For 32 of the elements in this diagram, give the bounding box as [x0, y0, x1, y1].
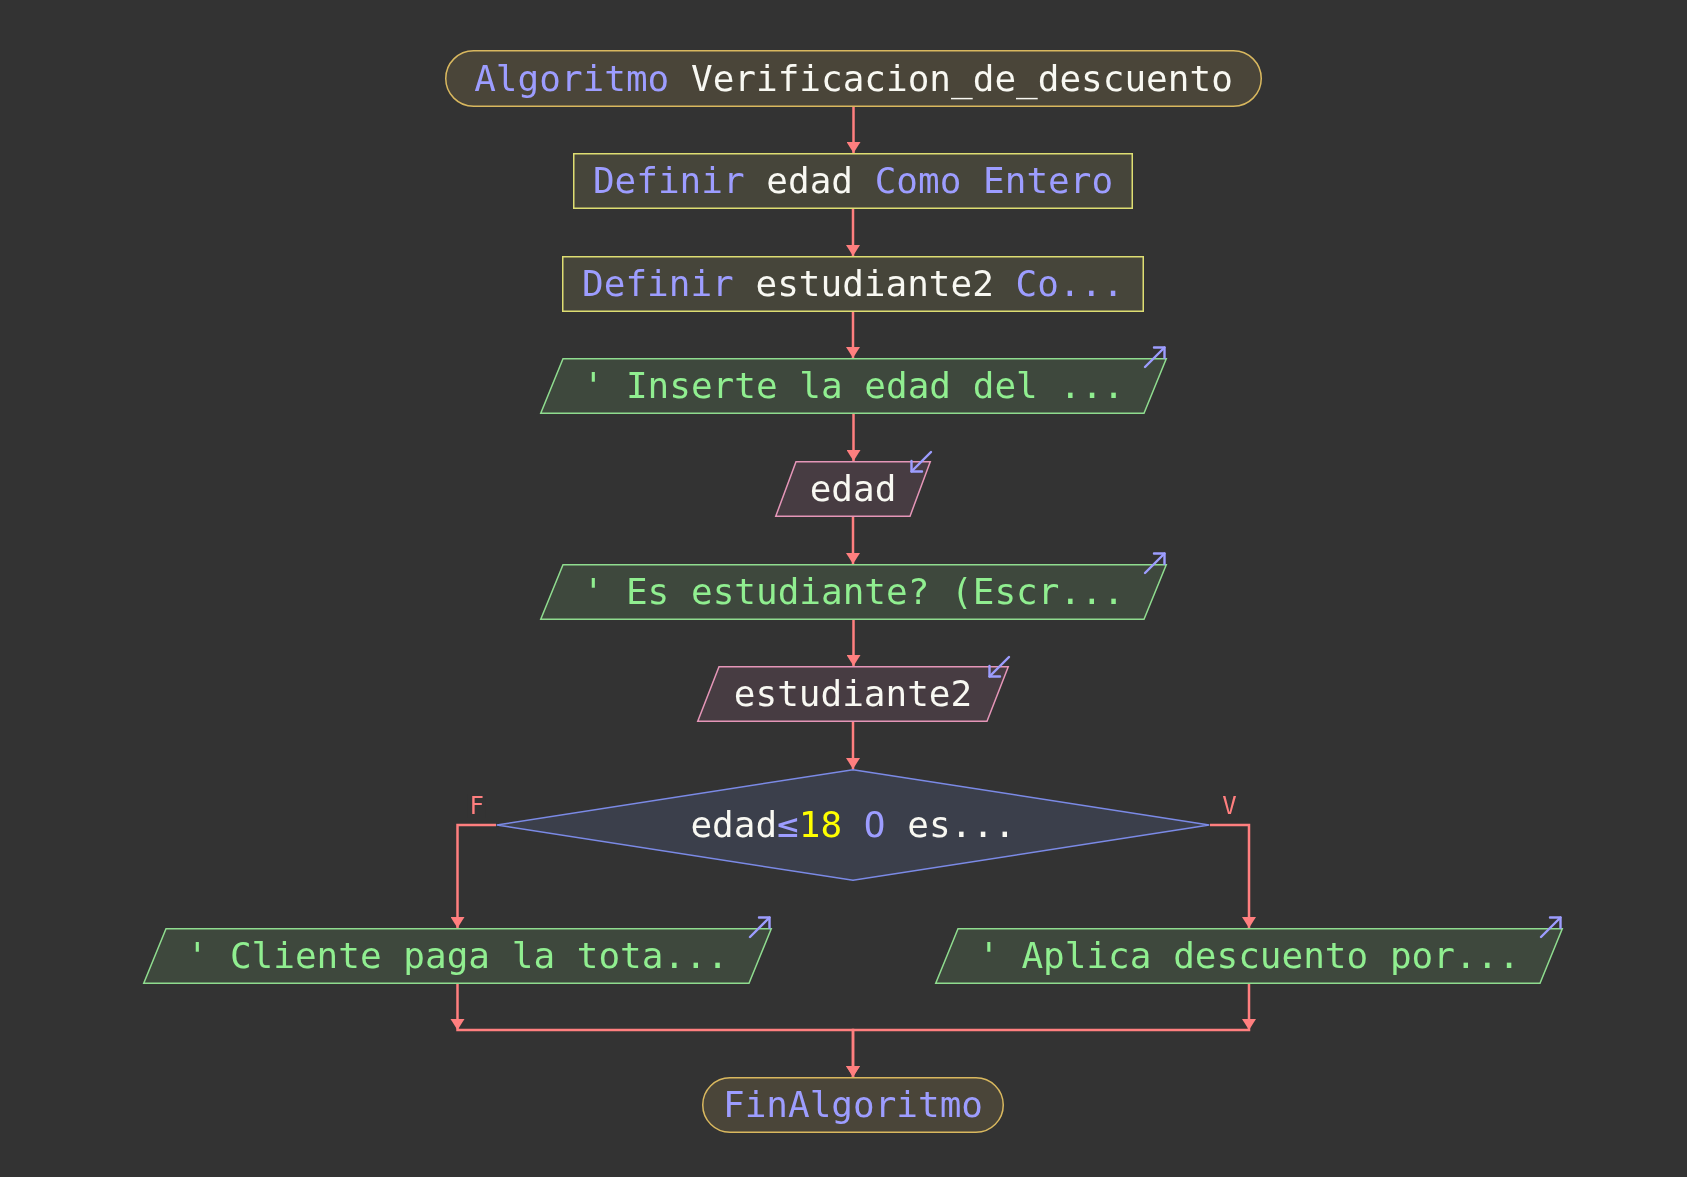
process-box [562, 256, 1144, 312]
output-text: ' Cliente paga la tota... [186, 934, 729, 978]
output-text: ' Inserte la edad del ... [582, 364, 1125, 408]
definition-text: Definir edad Como Entero [592, 159, 1114, 203]
decision-diamond [496, 769, 1210, 881]
output-text: ' Es estudiante? (Escr... [582, 570, 1125, 614]
input-variable-text: estudiante2 [733, 672, 973, 716]
output-parallelogram [540, 564, 1167, 620]
condition-text: edad≤18 O es... [690, 803, 1016, 847]
flow-arrow [846, 414, 861, 461]
input-parallelogram [697, 666, 1009, 722]
output-parallelogram [540, 358, 1167, 414]
flow-arrow [846, 107, 861, 153]
terminal-text: FinAlgoritmo [722, 1083, 984, 1127]
output-parallelogram [935, 928, 1563, 984]
flow-arrow [846, 312, 860, 358]
flow-arrow [846, 209, 860, 256]
process-box [573, 153, 1133, 209]
output-text: ' Aplica descuento por... [978, 934, 1520, 978]
terminal-pill [702, 1077, 1004, 1133]
flow-arrow [846, 517, 860, 564]
output-parallelogram [143, 928, 772, 984]
definition-text: Definir estudiante2 Co... [582, 262, 1124, 306]
input-parallelogram [775, 461, 931, 517]
terminal-text: Algoritmo Verificacion_de_descuento [474, 56, 1233, 101]
flow-arrow [846, 722, 860, 769]
flow-arrow [846, 620, 861, 666]
flow-arrow [1210, 823, 1256, 928]
flow-arrow [846, 984, 1256, 1077]
flow-arrow [450, 823, 496, 928]
terminal-pill [445, 50, 1262, 107]
input-variable-text: edad [809, 467, 897, 511]
